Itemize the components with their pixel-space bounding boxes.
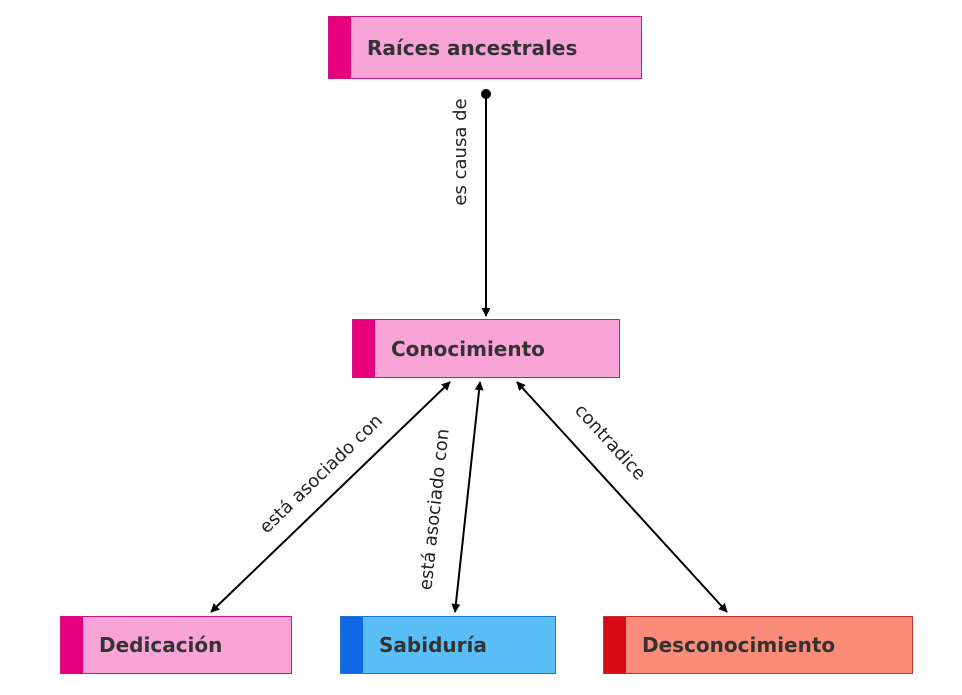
node-label: Dedicación <box>99 633 223 657</box>
node-label: Desconocimiento <box>642 633 836 657</box>
edge-conocimiento-sabiduria: está asociado con <box>415 381 484 613</box>
edge-line <box>451 381 484 613</box>
node-label: Sabiduría <box>379 633 487 657</box>
node-raices-ancestrales[interactable]: Raíces ancestrales <box>328 16 642 79</box>
node-conocimiento[interactable]: Conocimiento <box>352 319 620 378</box>
node-desconocimiento[interactable]: Desconocimiento <box>603 616 913 674</box>
edge-label-es-causa-de: es causa de <box>450 98 471 205</box>
edge-raices-conocimiento: es causa de <box>450 89 491 317</box>
edge-label-asociado-sabiduria: está asociado con <box>415 428 453 591</box>
node-color-stripe <box>329 17 351 78</box>
edge-line <box>516 381 728 613</box>
edge-line <box>210 381 451 613</box>
node-color-stripe <box>353 320 375 377</box>
edge-conocimiento-dedicacion: está asociado con <box>210 381 451 613</box>
node-label: Conocimiento <box>391 336 545 361</box>
node-color-stripe <box>61 617 83 673</box>
edge-label-contradice: contradice <box>570 400 650 484</box>
node-sabiduria[interactable]: Sabiduría <box>340 616 556 674</box>
node-color-stripe <box>341 617 363 673</box>
edge-label-asociado-dedicacion: está asociado con <box>256 410 387 538</box>
node-color-stripe <box>604 617 626 673</box>
edge-conocimiento-desconocimiento: contradice <box>516 381 728 613</box>
node-label: Raíces ancestrales <box>367 35 578 60</box>
node-dedicacion[interactable]: Dedicación <box>60 616 292 674</box>
